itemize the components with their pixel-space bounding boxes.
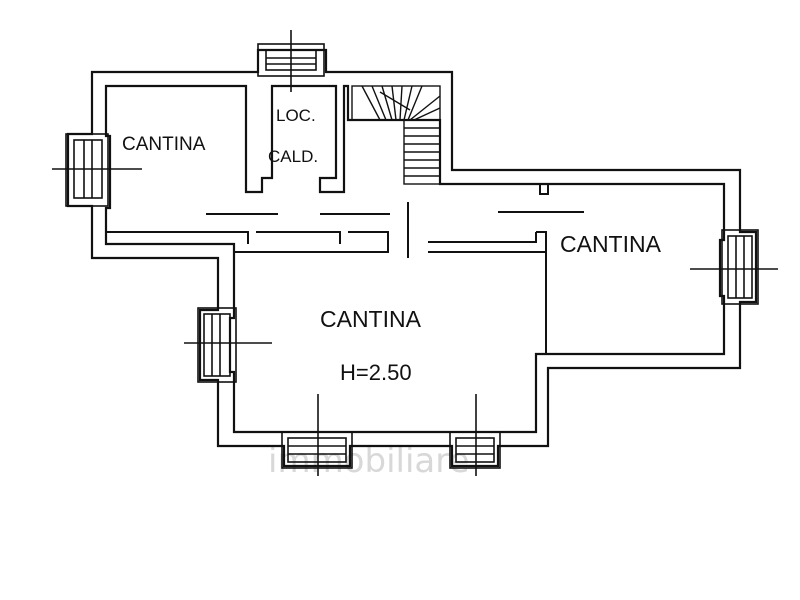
window-right — [690, 229, 778, 305]
staircase — [351, 85, 441, 185]
door-openings — [206, 202, 584, 258]
window-left — [52, 133, 142, 207]
window-bottom-right — [449, 394, 501, 476]
room-label-cantina-left: CANTINA — [122, 134, 206, 155]
room-label-cantina-right: CANTINA — [560, 231, 662, 257]
room-label-cantina-main: CANTINA — [320, 306, 422, 332]
window-mid-left — [184, 307, 272, 383]
outer-walls — [66, 48, 758, 468]
watermark-text: immobiliare — [268, 441, 469, 481]
window-bottom-left — [281, 394, 353, 476]
height-annotation: H=2.50 — [340, 360, 412, 385]
room-label-loc-line1: LOC. — [276, 106, 316, 125]
room-label-cald-line2: CALD. — [268, 147, 318, 166]
window-top — [257, 30, 325, 92]
interior-walls — [106, 86, 549, 354]
